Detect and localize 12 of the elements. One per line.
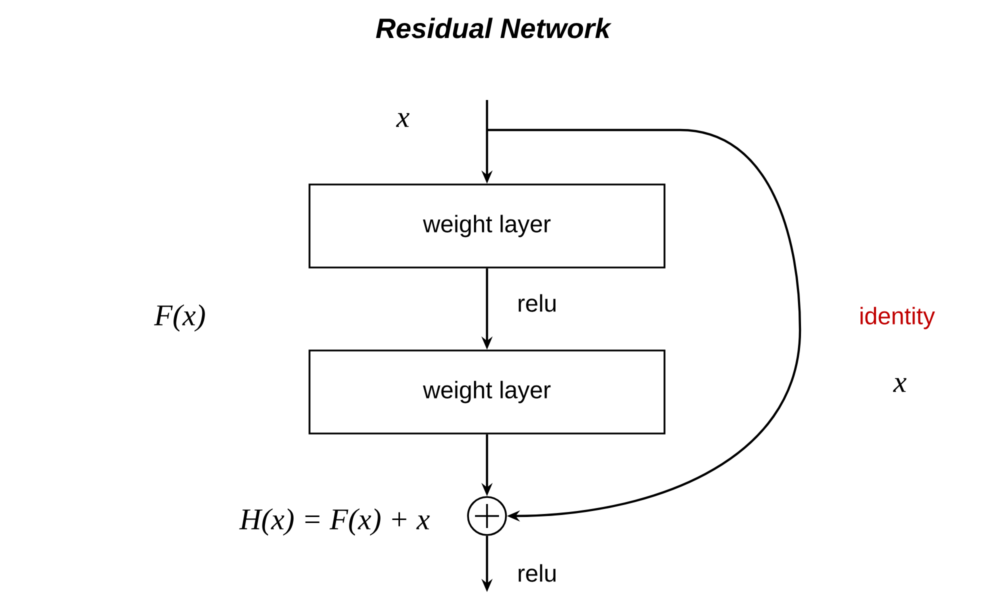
edge-label: relu [518, 564, 556, 582]
title: Residual Network [376, 18, 612, 38]
formula-label: H(x) = F(x) + x [239, 508, 430, 536]
weight-layer-box: weight layer [308, 184, 666, 268]
identity-label: identity [860, 306, 935, 330]
weight-layer-box: weight layer [308, 350, 666, 434]
math-label: x [396, 113, 410, 127]
math-label: F(x) [154, 304, 205, 332]
arrow [487, 128, 802, 522]
sum-circle [467, 496, 507, 536]
edge-label: relu [518, 294, 556, 312]
math-label: x [893, 378, 906, 392]
